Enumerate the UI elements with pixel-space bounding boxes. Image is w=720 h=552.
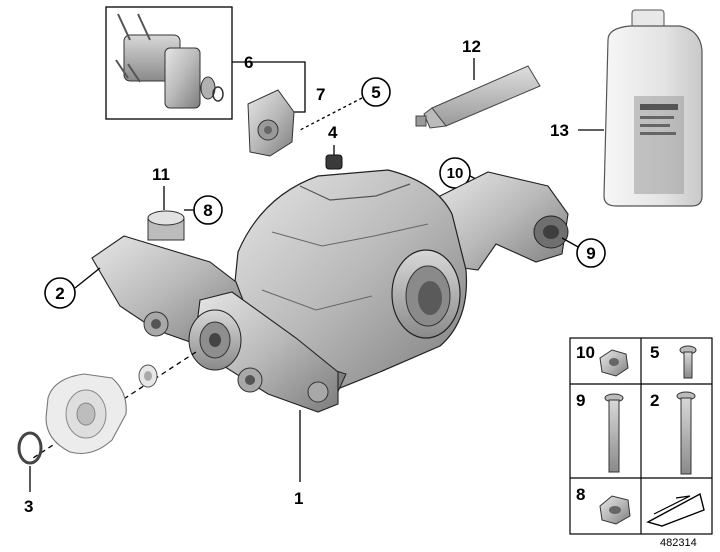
legend-10-label: 10 (576, 343, 595, 362)
callout-2: 2 (44, 277, 76, 309)
callout-3: 3 (24, 497, 33, 516)
callout-13: 13 (550, 121, 569, 140)
callout-13-label: 13 (550, 121, 569, 140)
callout-11-label: 11 (152, 165, 170, 184)
legend-cell-2: 2 (650, 391, 696, 475)
callout-6: 6 (244, 53, 253, 72)
callout-11: 11 (152, 165, 170, 184)
callout-10: 10 (439, 157, 471, 189)
legend-5-label: 5 (650, 343, 659, 362)
callout-9-label: 9 (586, 244, 595, 263)
gear-bracket (247, 89, 295, 157)
output-flange (45, 373, 127, 455)
legend-cell-10: 10 (576, 343, 629, 377)
callout-1: 1 (294, 489, 303, 508)
callout-10-label: 10 (447, 165, 464, 182)
legend-9-label: 9 (576, 391, 585, 410)
rubber-mount (147, 210, 185, 241)
breather-cap (325, 154, 343, 170)
legend-arrow-icon (646, 492, 705, 527)
snap-ring (17, 431, 43, 465)
oil-bottle (603, 9, 703, 207)
legend-cell-8: 8 (576, 485, 631, 525)
diagram-reference-number: 482314 (660, 537, 697, 549)
callout-2-label: 2 (55, 284, 64, 303)
callout-5: 5 (361, 77, 391, 107)
actuator-motor (115, 13, 224, 109)
legend-8-label: 8 (576, 485, 585, 504)
callout-3-label: 3 (24, 497, 33, 516)
callout-8-label: 8 (203, 201, 212, 220)
legend-cell-9: 9 (576, 391, 624, 473)
input-flange (188, 309, 242, 371)
callout-5-label: 5 (371, 83, 380, 102)
callout-4-label: 4 (328, 123, 338, 142)
callout-1-label: 1 (294, 489, 303, 508)
callout-8: 8 (193, 195, 223, 225)
callout-4: 4 (328, 123, 338, 142)
legend-2-label: 2 (650, 391, 659, 410)
shaft-seal (138, 364, 158, 388)
fastener-legend: 10 5 9 2 8 (569, 337, 713, 535)
callout-12-label: 12 (462, 37, 481, 56)
callout-9: 9 (576, 238, 606, 268)
callout-12: 12 (462, 37, 481, 56)
callout-7-label: 7 (316, 85, 325, 104)
legend-cell-5: 5 (650, 343, 697, 379)
callout-7: 7 (316, 85, 325, 104)
actuator-box (105, 6, 233, 120)
sealant-tube (415, 65, 541, 129)
callout-6-label: 6 (244, 53, 253, 72)
